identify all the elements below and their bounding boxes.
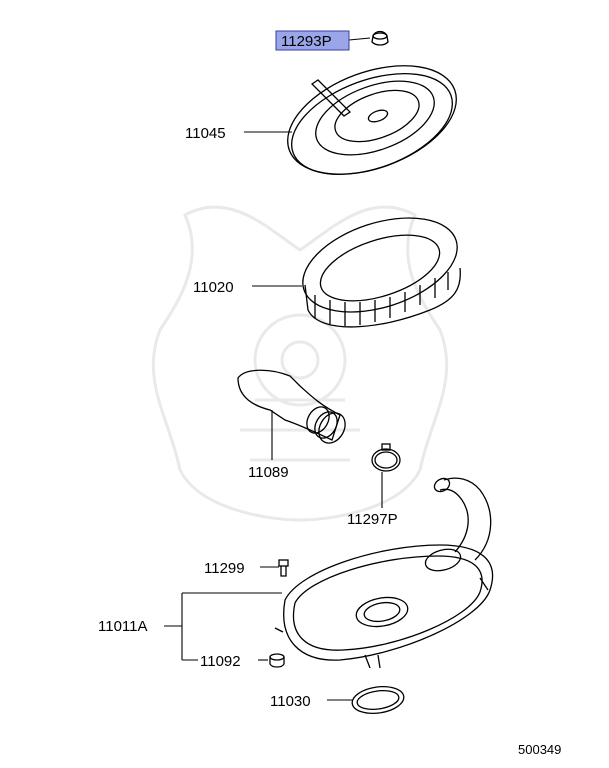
part-label-11089[interactable]: 11089	[248, 464, 289, 481]
part-bolt-11293p[interactable]	[371, 30, 389, 46]
part-label-11020[interactable]: 11020	[193, 279, 234, 296]
part-label-11293p[interactable]: 11293P	[281, 33, 332, 50]
part-label-11092[interactable]: 11092	[200, 653, 241, 670]
watermark-emblem	[151, 205, 449, 522]
part-cleaner-cover-11045[interactable]	[273, 45, 471, 195]
leader-lines	[164, 37, 383, 701]
diagram-code: 500349	[518, 742, 561, 757]
part-cleaner-case-11011a[interactable]	[274, 476, 494, 669]
part-grommet-11092[interactable]	[269, 653, 285, 668]
part-air-filter-11020[interactable]	[291, 200, 469, 329]
part-clamp-11297p[interactable]	[371, 443, 401, 472]
part-label-11011a[interactable]: 11011A	[98, 618, 148, 635]
part-label-11045[interactable]: 11045	[185, 125, 226, 142]
part-intake-duct-11089[interactable]	[237, 369, 350, 448]
part-label-11297p[interactable]: 11297P	[347, 511, 398, 528]
part-label-11293p-group[interactable]: 11293P	[275, 30, 350, 51]
part-label-11299[interactable]: 11299	[204, 560, 245, 577]
part-label-highlight	[275, 30, 350, 51]
part-bolt-11299[interactable]	[278, 559, 289, 577]
part-label-11030[interactable]: 11030	[270, 693, 311, 710]
part-gasket-11030[interactable]	[350, 684, 405, 717]
